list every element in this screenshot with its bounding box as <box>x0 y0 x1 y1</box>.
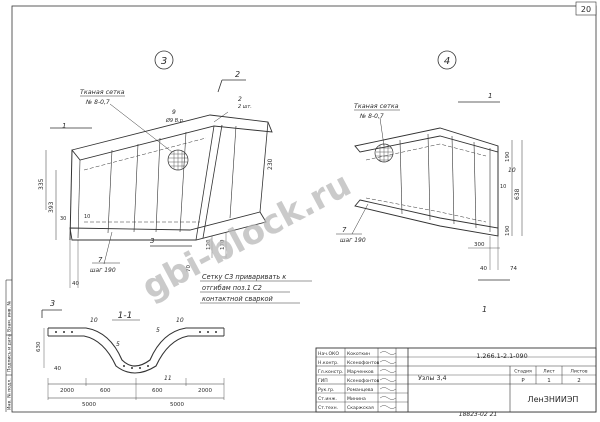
section-mark-5b: 5 <box>156 327 160 334</box>
sig-role-0: Нач.ОКО <box>318 351 339 357</box>
note-line-3: контактной сваркой <box>202 295 274 303</box>
dim-335: 335 <box>38 178 45 190</box>
section-mark-2b: 2 <box>238 96 242 103</box>
mark-1-left: 1 <box>62 122 66 130</box>
mark-9-dim: Ø9 В.р. <box>165 117 185 124</box>
signatures-ink <box>379 351 397 409</box>
note-line-2: отгибам поз.1 С2 <box>202 284 262 292</box>
section-mark-10b: 10 <box>176 317 184 324</box>
dim-bottom-4: 2000 <box>198 388 212 394</box>
step-left: шаг 190 <box>90 267 116 274</box>
dim-638: 638 <box>514 188 521 200</box>
node-3-circle <box>154 50 174 70</box>
mark-7-right: 7 <box>342 226 347 234</box>
sheets-header: Листов <box>570 369 587 375</box>
section-mark-11: 11 <box>164 375 172 382</box>
dim-190-top: 190 <box>505 151 511 162</box>
sig-name-3: Ксенофонтов <box>347 378 380 384</box>
mesh-left-title: Тканая сетка <box>80 88 125 96</box>
dim-120: 120 <box>206 239 212 250</box>
dim-40-right: 40 <box>480 266 487 272</box>
dim-300: 300 <box>474 242 485 248</box>
dim-30: 30 <box>60 216 66 222</box>
node-4-circle <box>437 50 457 70</box>
left-strip: Инв. № подл. Подпись и дата Взам. инв. № <box>5 279 13 412</box>
dim-10-right: 10 <box>500 184 506 190</box>
mark-1-right-top: 1 <box>488 92 492 100</box>
dim-bottom-6: 5000 <box>170 402 184 408</box>
mark-3-left: 3 <box>150 237 154 245</box>
sig-name-0: Кокоткин <box>347 351 370 357</box>
title-block: Нач.ОКО Кокоткин Н.контр. Ксенофонтов Гл… <box>315 347 597 413</box>
dim-190-bottom: 190 <box>505 225 511 236</box>
node-4-detail: 4 1 1 Тканая сетка № 8-0,7 10 7 шаг 190 … <box>336 50 523 314</box>
strip-label-sign: Подпись и дата <box>7 334 13 372</box>
dim-170: 170 <box>220 239 226 250</box>
page-number: 20 <box>581 5 591 14</box>
dim-bottom-1: 2000 <box>60 388 74 394</box>
mark-9: 9 <box>172 109 176 116</box>
sig-name-5: Минина <box>347 396 366 402</box>
page-number-box <box>575 1 597 16</box>
step-right: шаг 190 <box>340 237 366 244</box>
dim-bottom-5: 5000 <box>82 402 96 408</box>
mark-1-right-bottom: 1 <box>482 305 487 314</box>
sheet-frame <box>11 5 597 413</box>
node-3-label: 3 <box>161 56 167 67</box>
sig-role-6: Ст.техн. <box>318 405 338 411</box>
stage-header: Стадия <box>514 369 532 375</box>
note-line-1: Сетку С3 приваривать к <box>202 273 286 281</box>
org-name: ЛенЗНИИЭП <box>528 395 579 404</box>
sig-name-4: Романцева <box>347 387 374 393</box>
sheet-name: Узлы 3,4 <box>418 374 447 382</box>
dim-10-left: 10 <box>84 214 90 220</box>
sig-role-3: ГИП <box>318 378 328 384</box>
node-3-detail: 3 2 2 шт. 2 Тканая сетка № 8-0,7 <box>38 50 274 288</box>
stage-value: Р <box>521 378 525 384</box>
mark-7-left: 7 <box>98 256 103 264</box>
section-mark-10a: 10 <box>90 317 98 324</box>
section-title: 1-1 <box>118 311 133 321</box>
sig-name-1: Ксенофонтов <box>347 360 380 366</box>
dim-74: 74 <box>510 266 517 272</box>
mesh-left-spec: № 8-0,7 <box>85 99 110 106</box>
archive-stamp: 18823-02 21 <box>459 411 497 418</box>
dim-70: 70 <box>186 265 192 272</box>
dim-230: 230 <box>267 158 274 170</box>
dim-40-section: 40 <box>54 366 61 372</box>
dim-bottom-3: 600 <box>152 388 163 394</box>
dim-bottom-2: 600 <box>100 388 111 394</box>
sig-role-1: Н.контр. <box>318 360 339 366</box>
section-mark-5a: 5 <box>116 341 120 348</box>
doc-code: 1.266.1-2.1-090 <box>476 352 527 360</box>
dim-393: 393 <box>48 201 55 213</box>
sig-role-2: Гл.констр. <box>318 369 343 375</box>
sig-role-4: Рук.гр. <box>318 387 335 393</box>
section-mark-3: 3 <box>50 299 55 308</box>
sheet-value: 1 <box>547 378 551 384</box>
welding-note: Сетку С3 приваривать к отгибам поз.1 С2 … <box>200 273 312 304</box>
dim-630: 630 <box>36 341 42 352</box>
sheets-value: 2 <box>577 378 581 384</box>
strip-label-replace: Взам. инв. № <box>7 301 13 332</box>
sig-name-6: Скаржская <box>347 405 374 411</box>
dim-40-left: 40 <box>72 281 79 287</box>
sig-name-2: Марченков <box>347 369 374 375</box>
strip-label-inv: Инв. № подл. <box>7 378 13 410</box>
section-1-1: 3 1-1 10 5 5 10 11 630 40 2000 600 600 <box>36 299 225 408</box>
section-mark-2-count: 2 шт. <box>238 104 252 110</box>
node-4-label: 4 <box>444 56 450 67</box>
mesh-right-title: Тканая сетка <box>354 102 399 110</box>
sheet-header: Лист <box>543 369 555 375</box>
mesh-right-spec: № 8-0,7 <box>359 113 384 120</box>
section-mark-2: 2 <box>235 70 240 79</box>
sig-role-5: Ст.инж. <box>318 396 337 402</box>
